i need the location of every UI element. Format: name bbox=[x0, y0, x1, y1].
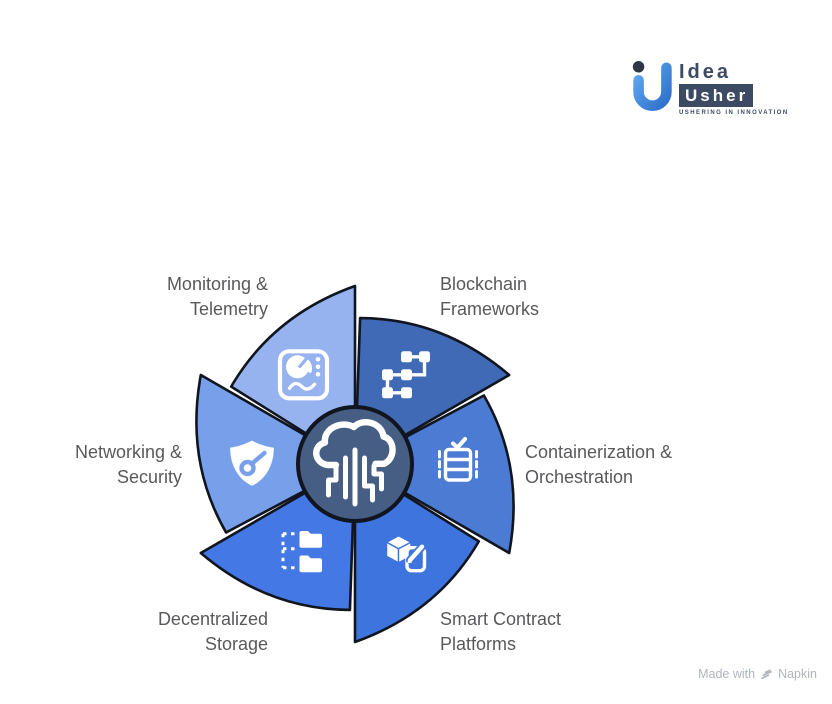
logo-tagline: USHERING IN INNOVATION bbox=[679, 110, 789, 116]
label-line: Decentralized bbox=[157, 609, 268, 629]
label-line: Telemetry bbox=[189, 298, 268, 319]
label-blockchain-frameworks: Blockchain Frameworks bbox=[440, 272, 539, 321]
idea-usher-logomark-icon bbox=[632, 61, 672, 111]
label-line: Platforms bbox=[440, 633, 517, 654]
logo-text: Idea Usher USHERING IN INNOVATION bbox=[679, 62, 789, 116]
label-line: Monitoring & bbox=[166, 274, 268, 294]
label-line: Security bbox=[116, 466, 182, 487]
label-line: Blockchain bbox=[440, 274, 528, 294]
napkin-logo-icon bbox=[761, 669, 772, 679]
made-with-napkin: Made with Napkin bbox=[698, 667, 817, 681]
label-monitoring-telemetry: Monitoring & Telemetry bbox=[167, 272, 268, 321]
label-line: Containerization & bbox=[525, 442, 673, 462]
label-line: Networking & bbox=[74, 442, 182, 462]
label-line: Smart Contract bbox=[440, 609, 562, 629]
logo-usher-text: Usher bbox=[679, 84, 754, 107]
idea-usher-logo: Idea Usher USHERING IN INNOVATION bbox=[628, 57, 789, 116]
label-line: Orchestration bbox=[525, 466, 634, 487]
label-networking-security: Networking & Security bbox=[75, 440, 182, 489]
label-line: Frameworks bbox=[440, 298, 540, 319]
label-line: Storage bbox=[204, 633, 268, 654]
logo-idea-text: Idea bbox=[679, 61, 732, 83]
label-decentralized-storage: Decentralized Storage bbox=[158, 607, 268, 656]
label-smart-contract-platforms: Smart Contract Platforms bbox=[440, 607, 561, 656]
label-containerization-orchestration: Containerization & Orchestration bbox=[525, 440, 672, 489]
napkin-brand-text: Napkin bbox=[778, 667, 817, 681]
made-with-text: Made with bbox=[698, 667, 756, 681]
